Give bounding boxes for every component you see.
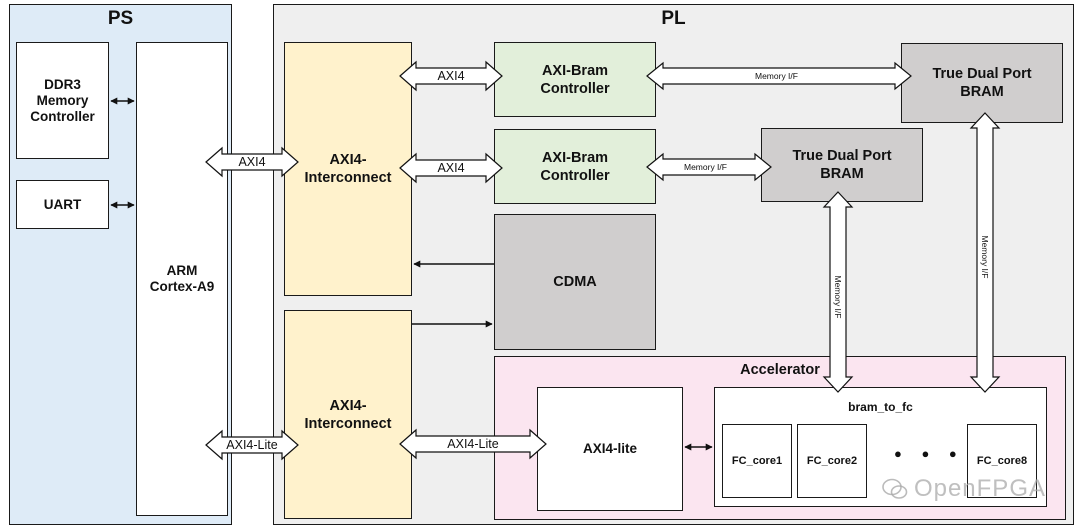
fc-core1-label: FC_core1: [731, 454, 783, 467]
label-axi4-mid: AXI4: [437, 161, 465, 175]
arrow-memif-mid: [646, 152, 772, 182]
ddr3-label: DDR3 Memory Controller: [30, 76, 95, 124]
arrow-axi4-lite-ps: [205, 429, 299, 461]
watermark: OpenFPGA: [882, 475, 1046, 503]
fc-core8-label: FC_core8: [976, 454, 1028, 467]
arrow-memif-v2: [969, 112, 1001, 393]
pl-title: PL: [661, 8, 686, 29]
arm-label: ARM Cortex-A9: [149, 263, 215, 294]
fc-core8: FC_core8: [967, 424, 1037, 498]
axi4-interconnect-bottom: AXI4- Interconnect: [284, 310, 412, 519]
cdma-label: CDMA: [553, 274, 597, 290]
arm-cortex-a9: ARM Cortex-A9: [136, 42, 228, 516]
label-memif-mid: Memory I/F: [684, 162, 727, 172]
label-memif-v2: Memory I/F: [980, 235, 990, 279]
arrow-axi4-mid: [399, 152, 503, 184]
arrow-axi4-lite-acc: [399, 428, 547, 460]
axi4-lite-block-label: AXI4-lite: [582, 441, 637, 456]
uart-label: UART: [43, 196, 82, 212]
watermark-text: OpenFPGA: [913, 475, 1046, 502]
bram-2-label: True Dual Port BRAM: [792, 148, 892, 182]
wechat-icon: [882, 478, 908, 499]
bram-ctrl-2-label: AXI-Bram Controller: [540, 149, 610, 184]
arrow-memif-v1: [822, 191, 854, 393]
ddr3-memory-controller: DDR3 Memory Controller: [16, 42, 109, 159]
ps-title: PS: [107, 8, 134, 29]
fc-core1: FC_core1: [722, 424, 792, 498]
label-axi4-lite-ps: AXI4-Lite: [226, 438, 278, 452]
axi4-lite-block: AXI4-lite: [537, 387, 683, 511]
accelerator-title: Accelerator: [740, 362, 820, 378]
fc-core-ellipsis: ● ● ●: [894, 446, 965, 461]
true-dual-port-bram-1: True Dual Port BRAM: [901, 43, 1063, 123]
arrow-memif-top: [646, 61, 912, 91]
bram-1-label: True Dual Port BRAM: [932, 66, 1032, 100]
uart-block: UART: [16, 180, 109, 229]
fc-core2: FC_core2: [797, 424, 867, 498]
label-axi4-lite-acc: AXI4-Lite: [447, 437, 499, 451]
arrow-axi4-ps: [205, 146, 299, 178]
fc-core2-label: FC_core2: [806, 454, 858, 467]
true-dual-port-bram-2: True Dual Port BRAM: [761, 128, 923, 202]
label-memif-top: Memory I/F: [755, 71, 798, 81]
axi-bram-controller-1: AXI-Bram Controller: [494, 42, 656, 117]
label-axi4-top: AXI4: [437, 69, 465, 83]
bram-ctrl-1-label: AXI-Bram Controller: [540, 62, 610, 97]
interconnect-top-label: AXI4- Interconnect: [304, 152, 392, 186]
cdma-block: CDMA: [494, 214, 656, 350]
label-memif-v1: Memory I/F: [833, 275, 843, 319]
axi-bram-controller-2: AXI-Bram Controller: [494, 129, 656, 204]
arrow-axi4-top: [399, 60, 503, 92]
interconnect-bottom-label: AXI4- Interconnect: [304, 397, 392, 432]
label-axi4-ps: AXI4: [238, 155, 266, 169]
axi4-interconnect-top: AXI4- Interconnect: [284, 42, 412, 296]
bram-to-fc-label: bram_to_fc: [848, 400, 913, 414]
